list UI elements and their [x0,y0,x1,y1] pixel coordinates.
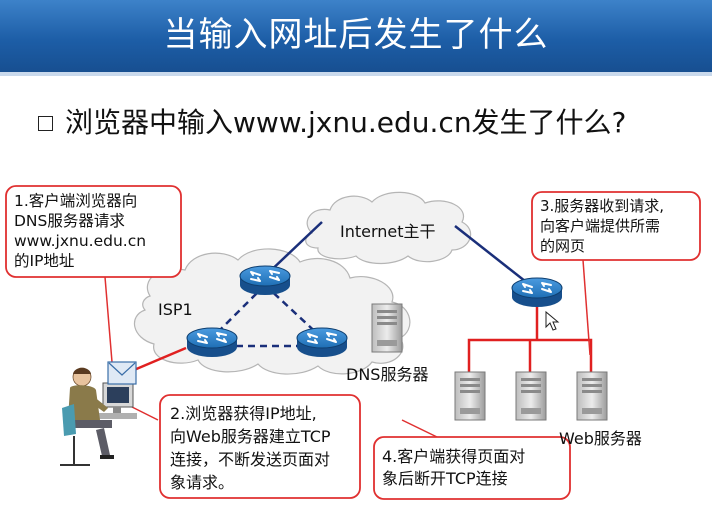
internet-label: Internet主干 [340,222,436,241]
callout-step4-line: 4.客户端获得页面对 [382,447,526,466]
router-backbone-icon [511,277,563,308]
router-isp-left-icon [186,327,238,358]
page-title: 当输入网址后发生了什么 [163,15,549,55]
callout-step2-line: 向Web服务器建立TCP [170,427,331,446]
callout-step4-line: 象后断开TCP连接 [382,469,508,488]
callout-box-step2 [159,394,361,499]
web-server-2-icon [515,371,547,421]
callout-step2: 2.浏览器获得IP地址, 向Web服务器建立TCP 连接，不断发送页面对 象请求… [170,402,331,494]
callout-step2-line: 连接，不断发送页面对 [170,450,331,469]
callout-step1: 1.客户端浏览器向 DNS服务器请求 www.jxnu.edu.cn 的IP地址 [14,191,146,271]
web-server-1-icon [454,371,486,421]
callout-step4: 4.客户端获得页面对 象后断开TCP连接 [382,446,525,490]
bullet-square-icon [38,115,53,131]
router-isp-right-icon [296,327,348,358]
callout-step3-line: 3.服务器收到请求, [540,197,665,215]
callout-step1-line: 1.客户端浏览器向 [14,192,138,210]
isp-label: ISP1 [158,300,193,319]
callout-step1-line: DNS服务器请求 [14,212,125,230]
callout-step3-line: 向客户端提供所需 [540,217,661,235]
dns-server-label: DNS服务器 [346,365,429,384]
client-user-icon [60,361,137,466]
callout-step1-line: 的IP地址 [14,252,75,270]
callout-step2-line: 2.浏览器获得IP地址, [170,404,317,423]
callout-box-step1 [5,185,182,278]
cursor-icon [545,310,560,331]
callout-step1-line: www.jxnu.edu.cn [14,232,147,250]
bullet-row: 浏览器中输入www.jxnu.edu.cn发生了什么? [38,101,626,141]
bullet-text: 浏览器中输入www.jxnu.edu.cn发生了什么? [65,106,627,139]
title-bar [0,0,712,72]
web-server-label: Web服务器 [559,429,642,448]
web-server-3-icon [576,371,608,421]
callout-step3: 3.服务器收到请求, 向客户端提供所需 的网页 [540,196,664,256]
callout-step3-line: 的网页 [540,237,586,255]
callout-step2-line: 象请求。 [170,473,235,492]
callout-box-step4 [373,436,571,500]
internet-cloud [305,191,472,265]
router-isp-top-icon [239,265,291,296]
title-divider [0,72,712,76]
dns-server-icon [371,303,403,353]
callout-box-step3 [531,191,701,261]
